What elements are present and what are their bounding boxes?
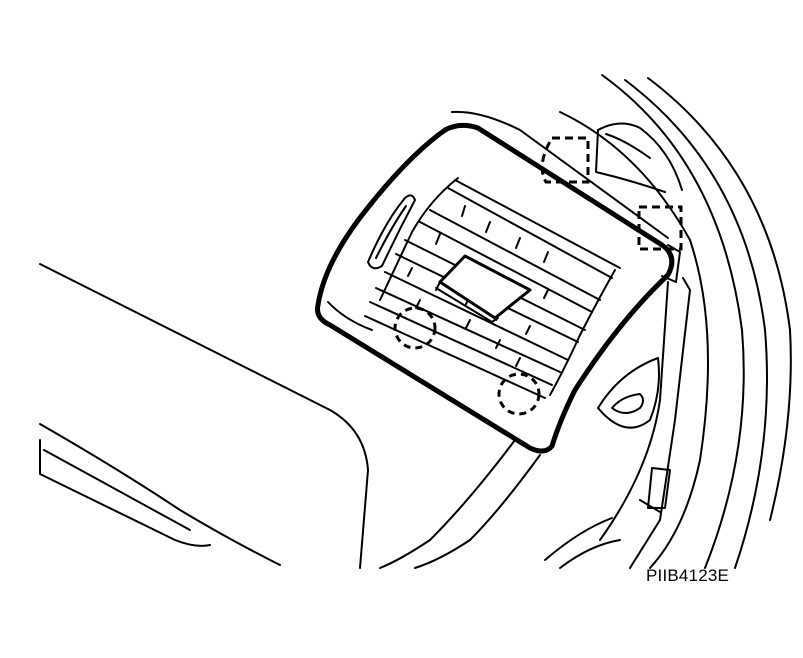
- pawl-location-callouts: [393, 306, 541, 416]
- pawl-callout-left: [393, 306, 437, 350]
- side-vent-knob: [597, 357, 660, 429]
- clip-callout-upper: [540, 136, 590, 184]
- pawl-callout-right: [497, 372, 541, 416]
- dash-lower-lines: [379, 439, 621, 569]
- bezel-side-slot: [367, 194, 416, 270]
- vent-bezel: [315, 110, 681, 454]
- instrument-panel-pad: [39, 263, 369, 569]
- door-trim-curves: [559, 74, 792, 569]
- figure-code: PIIB4123E: [646, 566, 730, 585]
- clip-location-callouts: [540, 136, 683, 251]
- clip-callout-right: [637, 205, 683, 251]
- vent-adjust-knob: [435, 254, 532, 323]
